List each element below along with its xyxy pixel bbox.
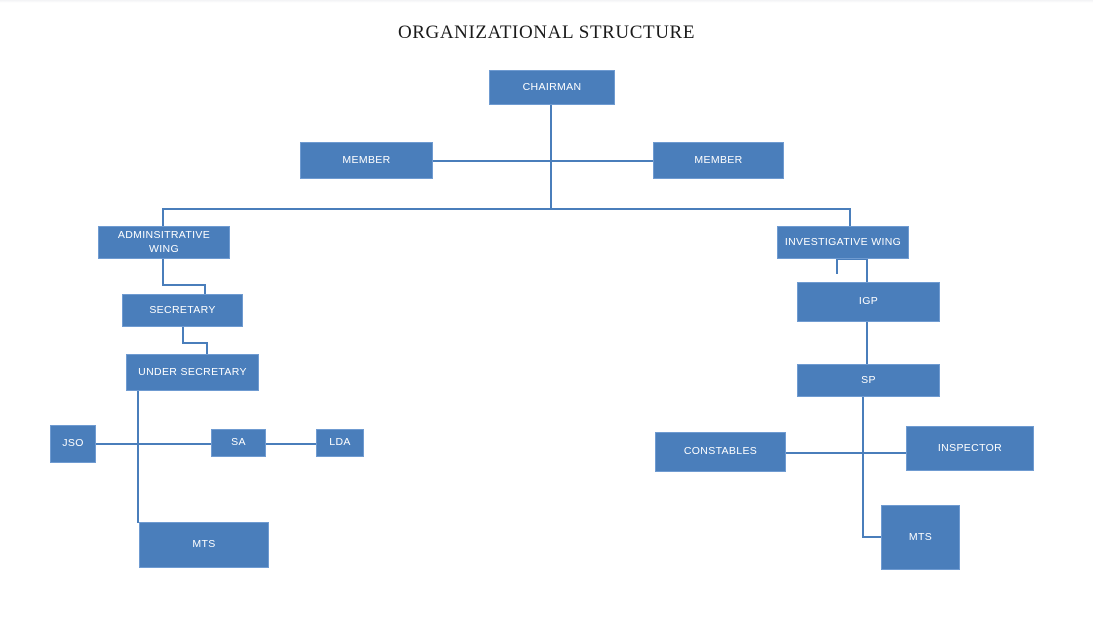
node-sp[interactable]: SP bbox=[797, 364, 940, 397]
node-chairman-label: CHAIRMAN bbox=[522, 80, 582, 93]
connector-wing-distribution-bar bbox=[162, 208, 851, 210]
connector-jso-to-spine bbox=[96, 443, 139, 445]
node-administrative-wing-label: ADMINSITRATIVE WING bbox=[117, 229, 211, 255]
node-jso[interactable]: JSO bbox=[50, 425, 96, 463]
connector-igp-to-sp bbox=[866, 321, 868, 365]
connector-spine-to-inspector bbox=[862, 452, 908, 454]
connector-inv-wing-right bbox=[836, 258, 868, 260]
node-sa-label: SA bbox=[231, 436, 246, 449]
connector-sa-to-lda bbox=[265, 443, 317, 445]
node-under-secretary[interactable]: UNDER SECRETARY bbox=[126, 354, 259, 391]
node-chairman[interactable]: CHAIRMAN bbox=[489, 70, 615, 105]
connector-spine-to-sa bbox=[137, 443, 212, 445]
node-mts-inv-label: MTS bbox=[908, 530, 933, 543]
node-investigative-wing-label: INVESTIGATIVE WING bbox=[784, 235, 902, 248]
node-administrative-wing[interactable]: ADMINSITRATIVE WING bbox=[98, 226, 230, 259]
node-lda-label: LDA bbox=[329, 436, 351, 449]
connector-admin-wing-down bbox=[162, 258, 164, 286]
connector-under-secretary-spine bbox=[137, 390, 139, 523]
node-sp-label: SP bbox=[861, 373, 876, 386]
node-under-secretary-label: UNDER SECRETARY bbox=[138, 365, 247, 378]
node-secretary-label: SECRETARY bbox=[149, 303, 216, 316]
page-title: ORGANIZATIONAL STRUCTURE bbox=[397, 22, 696, 43]
connector-secretary-down bbox=[182, 326, 184, 344]
connector-secretary-drop bbox=[204, 284, 206, 295]
connector-spine-to-mts-inv bbox=[862, 536, 884, 538]
connector-secretary-right bbox=[182, 342, 208, 344]
node-inspector-label: INSPECTOR bbox=[937, 441, 1003, 454]
connector-constables-to-spine bbox=[785, 452, 864, 454]
node-constables-label: CONSTABLES bbox=[683, 445, 758, 458]
connector-chairman-stem bbox=[550, 104, 552, 209]
node-member-right[interactable]: MEMBER bbox=[653, 142, 784, 179]
node-sa[interactable]: SA bbox=[211, 429, 266, 457]
connector-member-left-to-stem bbox=[432, 160, 552, 162]
connector-stem-to-member-right bbox=[550, 160, 654, 162]
connector-igp-drop bbox=[866, 258, 868, 282]
node-constables[interactable]: CONSTABLES bbox=[655, 432, 786, 472]
node-secretary[interactable]: SECRETARY bbox=[122, 294, 243, 327]
node-igp-label: IGP bbox=[858, 295, 879, 308]
top-edge-divider bbox=[0, 0, 1093, 3]
connector-sp-spine bbox=[862, 396, 864, 538]
connector-drop-investigative-wing bbox=[849, 208, 851, 228]
node-member-left[interactable]: MEMBER bbox=[300, 142, 433, 179]
node-member-right-label: MEMBER bbox=[694, 153, 743, 166]
connector-admin-wing-right bbox=[162, 284, 206, 286]
node-lda[interactable]: LDA bbox=[316, 429, 364, 457]
connector-inv-wing-down bbox=[836, 258, 838, 274]
connector-drop-administrative-wing bbox=[162, 208, 164, 228]
connector-under-secretary-drop bbox=[206, 342, 208, 354]
node-inspector[interactable]: INSPECTOR bbox=[906, 426, 1034, 471]
node-igp[interactable]: IGP bbox=[797, 282, 940, 322]
node-mts-admin[interactable]: MTS bbox=[139, 522, 269, 568]
node-mts-admin-label: MTS bbox=[192, 538, 216, 551]
node-member-left-label: MEMBER bbox=[342, 153, 391, 166]
node-jso-label: JSO bbox=[62, 437, 84, 450]
node-mts-inv[interactable]: MTS bbox=[881, 505, 960, 570]
node-investigative-wing[interactable]: INVESTIGATIVE WING bbox=[777, 226, 909, 259]
